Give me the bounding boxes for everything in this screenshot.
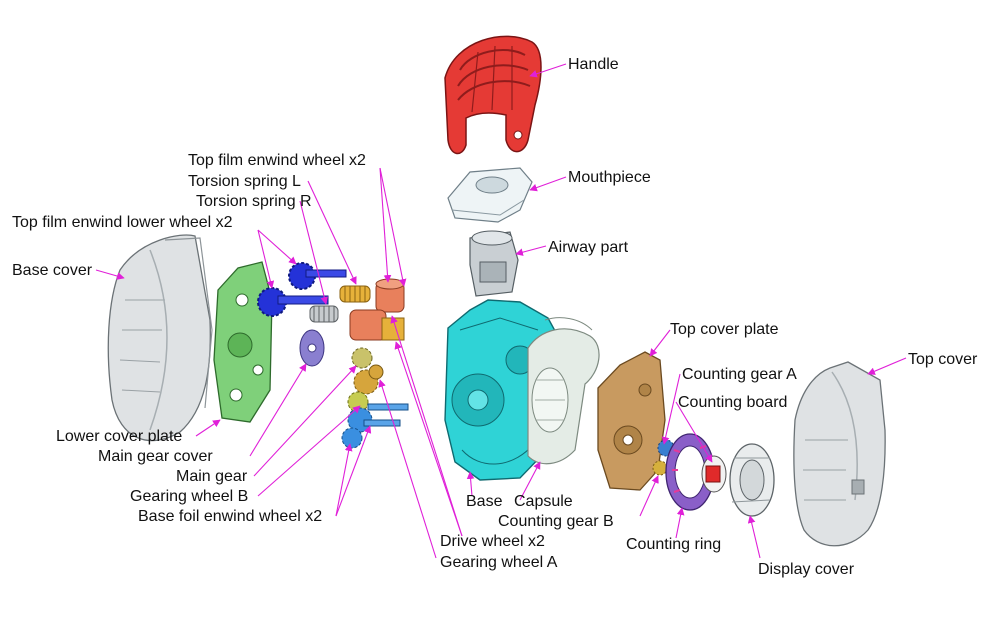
label-base: Base xyxy=(466,493,503,510)
label-base-cover: Base cover xyxy=(12,262,93,279)
counting-ring-part xyxy=(665,433,715,511)
top-film-enwind-wheel-part xyxy=(349,278,405,341)
torsion-spring-l-part xyxy=(339,285,371,303)
label-main-gear: Main gear xyxy=(176,468,248,485)
label-counting-gear-b: Counting gear B xyxy=(498,513,614,530)
label-handle: Handle xyxy=(568,56,619,73)
label-top-film-enwind-wheel: Top film enwind wheel x2 xyxy=(188,152,366,169)
leader-lines xyxy=(95,63,907,559)
label-main-gear-cover: Main gear cover xyxy=(98,448,213,465)
label-torsion-spring-r: Torsion spring R xyxy=(196,193,312,210)
counting-board-part xyxy=(701,455,727,493)
capsule-part xyxy=(527,317,600,465)
label-top-film-lower-wheel: Top film enwind lower wheel x2 xyxy=(12,214,233,231)
label-lower-cover-plate: Lower cover plate xyxy=(56,428,182,445)
airway-part xyxy=(469,230,519,297)
label-counting-board: Counting board xyxy=(678,394,787,411)
label-top-cover: Top cover xyxy=(908,351,978,368)
label-counting-gear-a: Counting gear A xyxy=(682,366,797,383)
gear-stack-part xyxy=(341,347,409,449)
mouthpiece-part xyxy=(447,167,533,223)
label-torsion-spring-l: Torsion spring L xyxy=(188,173,301,190)
top-cover-part xyxy=(793,361,886,547)
label-capsule: Capsule xyxy=(514,493,573,510)
main-gear-cover-part xyxy=(299,329,325,367)
label-gearing-wheel-b: Gearing wheel B xyxy=(130,488,248,505)
label-airway-part: Airway part xyxy=(548,239,629,256)
label-gearing-wheel-a: Gearing wheel A xyxy=(440,554,558,571)
base-cover-part xyxy=(107,234,213,442)
label-display-cover: Display cover xyxy=(758,561,855,578)
top-film-lower-wheel-part xyxy=(257,262,347,317)
lower-cover-plate-part xyxy=(213,261,273,423)
label-drive-wheel: Drive wheel x2 xyxy=(440,533,545,550)
label-mouthpiece: Mouthpiece xyxy=(568,169,651,186)
handle-part xyxy=(444,35,542,155)
label-base-foil-enwind-wheel: Base foil enwind wheel x2 xyxy=(138,508,322,525)
torsion-spring-r-part xyxy=(309,305,339,323)
label-top-cover-plate: Top cover plate xyxy=(670,321,779,338)
display-cover-part xyxy=(729,443,775,517)
label-counting-ring: Counting ring xyxy=(626,536,721,553)
